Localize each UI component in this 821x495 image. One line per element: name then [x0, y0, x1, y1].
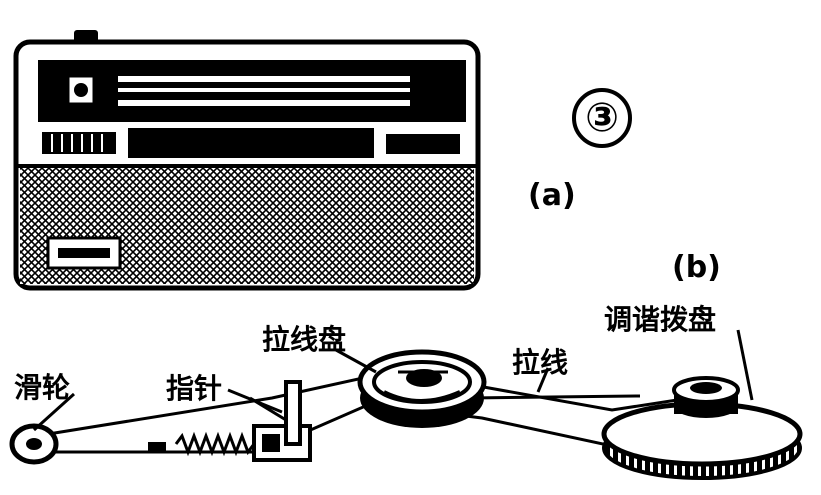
pointer-needle [284, 380, 302, 446]
radio-center-panel [128, 128, 374, 158]
radio-logo-mark [74, 83, 88, 97]
drum-label: 拉线盘 [262, 323, 347, 356]
pointer-label: 指针 [166, 372, 223, 405]
radio-dial-scale-3 [118, 100, 410, 106]
radio-right-button [386, 134, 460, 154]
radio-dial-scale-1 [118, 76, 410, 82]
radio-left-buttons [42, 132, 116, 154]
tuning-dial-label: 调谐拨盘 [604, 303, 717, 336]
tension-spring [174, 431, 256, 457]
wire-label: 拉线 [512, 346, 569, 379]
radio-illustration [13, 30, 481, 291]
dial-mechanism [9, 329, 803, 480]
radio-dial-scale-2 [118, 88, 410, 92]
pulley-label: 滑轮 [14, 371, 71, 404]
figure-number: ③ [572, 88, 632, 148]
part-a-label: (a) [528, 178, 576, 213]
part-b-label: (b) [672, 250, 721, 285]
